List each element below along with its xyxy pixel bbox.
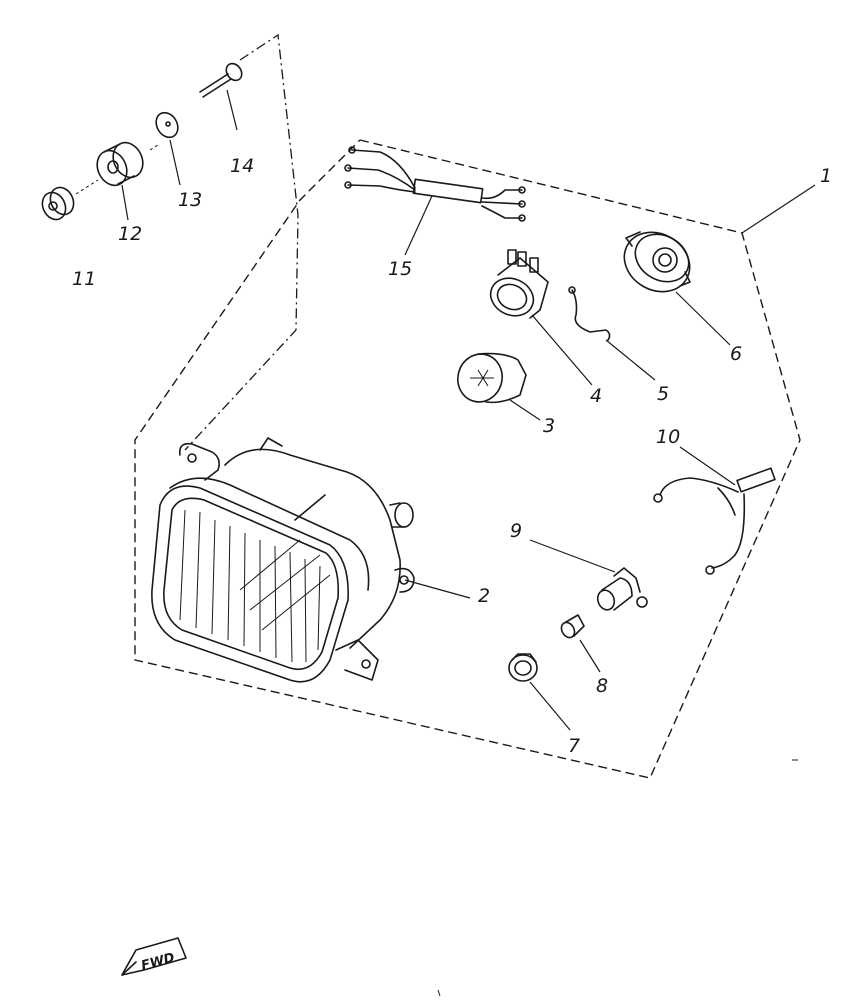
scan-mark (437, 989, 441, 997)
callout-12: 12 (118, 223, 142, 245)
assembly-boundary (134, 139, 801, 779)
bulb-part-3 (457, 352, 541, 421)
bulb-holder-part-9 (529, 539, 648, 611)
callout-3: 3 (543, 415, 555, 437)
callout-5: 5 (657, 383, 669, 405)
callout-13: 13 (178, 189, 202, 211)
callout-14: 14 (230, 155, 254, 177)
callout-11: 11 (72, 268, 96, 290)
nut-part-11 (41, 179, 99, 221)
fwd-arrow-icon: FWD (121, 937, 187, 976)
leader-1 (741, 184, 816, 234)
bulb-socket-part-4 (489, 249, 593, 386)
fwd-label: FWD (140, 950, 177, 973)
sub-harness-part-10 (653, 446, 776, 575)
callout-9: 9 (510, 520, 522, 542)
grommet-part-7 (508, 653, 571, 731)
spring-clip-part-5 (568, 286, 656, 381)
callout-10: 10 (656, 426, 680, 448)
washer-part-13 (155, 111, 181, 186)
bolt-part-14 (199, 62, 243, 131)
wire-harness-part-15 (344, 146, 526, 256)
collar-part-12 (96, 141, 159, 221)
callout-4: 4 (590, 385, 602, 407)
dust-cover-part-6 (623, 231, 731, 346)
small-bulb-part-8 (560, 614, 601, 673)
callout-1: 1 (820, 165, 832, 187)
callout-6: 6 (730, 343, 742, 365)
callout-7: 7 (568, 735, 580, 757)
callout-15: 15 (388, 258, 412, 280)
mount-centerline (184, 33, 299, 451)
callout-8: 8 (596, 675, 608, 697)
callout-2: 2 (478, 585, 490, 607)
headlight-unit-part-2 (151, 437, 471, 683)
